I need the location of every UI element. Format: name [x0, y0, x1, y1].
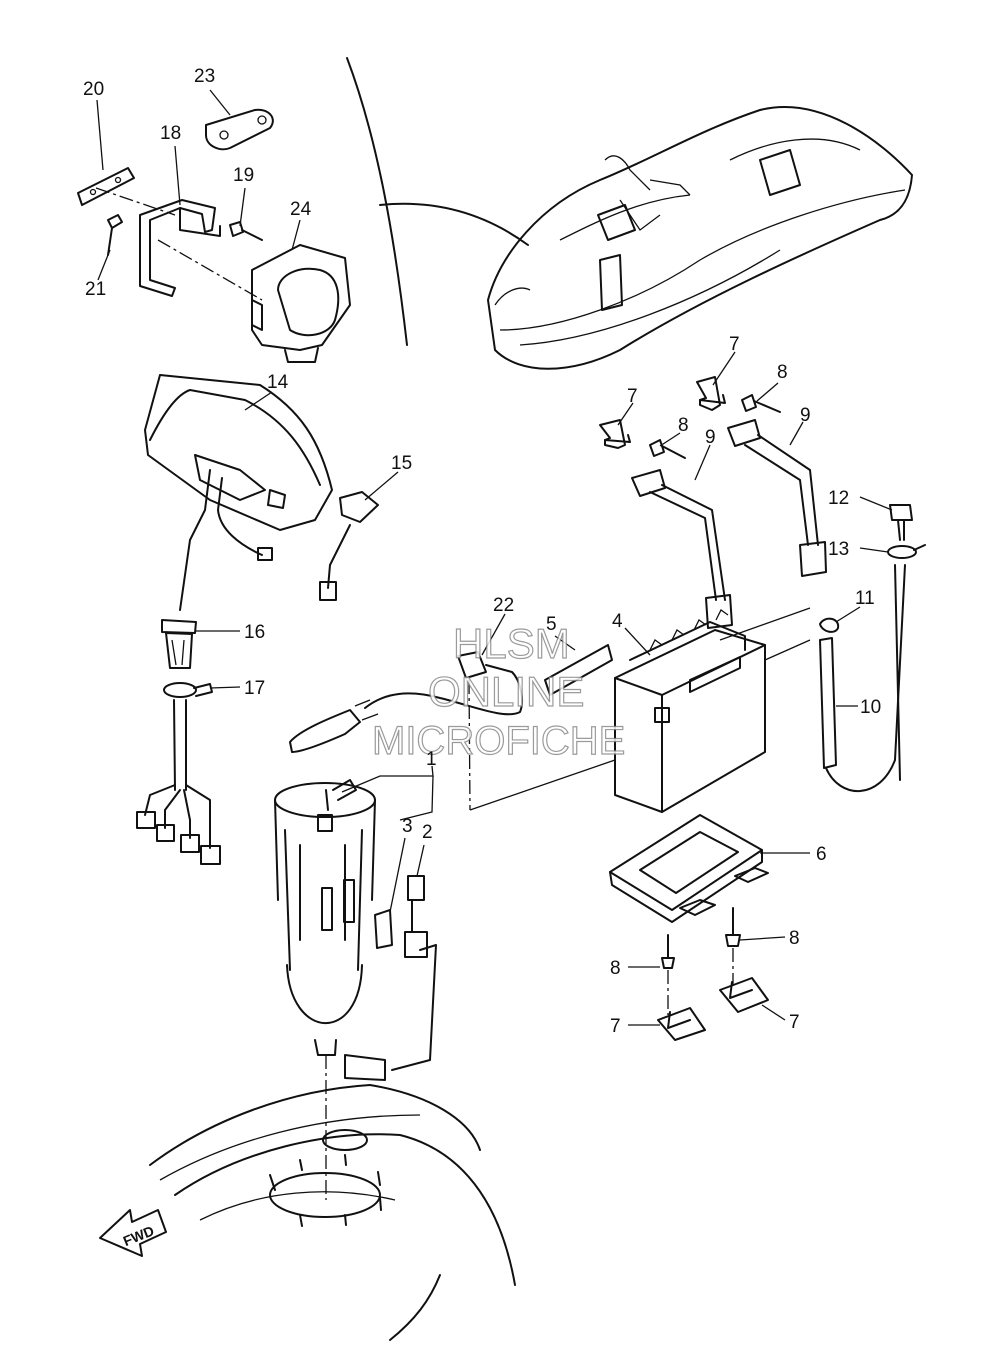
rivet-8-lower-left: [661, 934, 675, 1015]
callout-20: 20: [83, 79, 104, 100]
fwd-arrow: FWD: [99, 1209, 167, 1257]
callout-19: 19: [233, 165, 254, 186]
callout-7-lower-left: 7: [610, 1016, 621, 1037]
bracket-3: [374, 909, 393, 949]
screw-19: [229, 221, 263, 241]
fitting-12: [889, 504, 913, 541]
bracket-7-lower-right: [719, 977, 769, 1013]
fuel-tank: [149, 1084, 516, 1341]
watercraft-illustration: [487, 106, 913, 370]
callout-22: 22: [493, 595, 514, 616]
callout-18: 18: [160, 123, 181, 144]
callout-6: 6: [816, 844, 827, 865]
callout-8-upper-right: 8: [777, 362, 788, 383]
callout-1: 1: [426, 749, 437, 770]
fuel-sender-2: [344, 875, 437, 1081]
callout-12: 12: [828, 488, 849, 509]
callout-7-upper-left: 7: [627, 386, 638, 407]
callout-5: 5: [546, 614, 557, 635]
remote-transmitter-23: [205, 108, 274, 151]
rivet-8-upper-right: [741, 394, 781, 413]
meter-14: [144, 374, 333, 611]
rivet-8-upper-left: [649, 439, 686, 459]
callout-7-lower-right: 7: [789, 1012, 800, 1033]
callout-11: 11: [855, 588, 875, 609]
bracket-7-upper-right: [696, 376, 726, 411]
callout-24: 24: [290, 199, 312, 220]
divider-curve: [346, 57, 408, 346]
callout-21: 21: [85, 279, 106, 300]
control-unit-24: [251, 244, 351, 363]
bracket-7-lower-left: [657, 1007, 706, 1041]
rivet-8-lower-right: [725, 907, 741, 985]
sensor-centerline: [468, 679, 471, 811]
fuel-pump-1: [274, 779, 376, 1056]
watermark-line-2: ONLINE: [428, 668, 584, 715]
callout-23: 23: [194, 66, 215, 87]
bracket-7-upper-left: [599, 419, 631, 449]
meter-harness: [136, 699, 221, 865]
callout-3: 3: [402, 816, 413, 837]
grommet-16: [161, 619, 197, 669]
watermark-line-3: MICROFICHE: [372, 719, 625, 763]
callout-4: 4: [612, 611, 623, 632]
callout-9-left: 9: [705, 427, 716, 448]
callout-8-upper-left: 8: [678, 415, 689, 436]
seal-5: [544, 644, 613, 696]
callout-8-lower-left: 8: [610, 958, 621, 979]
leader-lines: [96, 89, 893, 1026]
watermark-line-1: HLSM: [453, 620, 570, 667]
screw-21: [107, 214, 123, 256]
callout-10: 10: [860, 697, 881, 718]
callout-15: 15: [391, 453, 412, 474]
clip-11: [819, 617, 840, 633]
callout-17: 17: [244, 678, 265, 699]
battery-4: [614, 609, 766, 813]
clamp-13: [887, 544, 926, 559]
fwd-label: FWD: [121, 1222, 157, 1249]
plate-20: [77, 167, 135, 206]
callouts: 20 23 18 19 24 21 14 15 16 17 1 3 2 22 5…: [83, 66, 881, 1037]
centerline-18-24: [157, 239, 263, 301]
overview-leader: [379, 202, 529, 246]
breather-hose-10: [819, 564, 906, 793]
battery-box-6: [609, 814, 769, 923]
clamp-17: [163, 682, 213, 698]
battery-outline-link: [469, 607, 811, 811]
callout-8-lower-right: 8: [789, 928, 800, 949]
sensor-22: [289, 651, 523, 753]
bracket-18: [139, 199, 221, 297]
centerline-20-18: [95, 187, 176, 216]
callout-9-right: 9: [800, 405, 811, 426]
callout-2: 2: [422, 822, 433, 843]
switch-15: [319, 491, 379, 601]
callout-16: 16: [244, 622, 265, 643]
callout-7-upper-right: 7: [729, 334, 740, 355]
callout-14: 14: [267, 372, 289, 393]
strap-9-right: [727, 419, 827, 577]
callout-13: 13: [828, 539, 849, 560]
strap-9-left: [631, 469, 733, 629]
watermark: HLSM ONLINE MICROFICHE: [371, 619, 626, 763]
